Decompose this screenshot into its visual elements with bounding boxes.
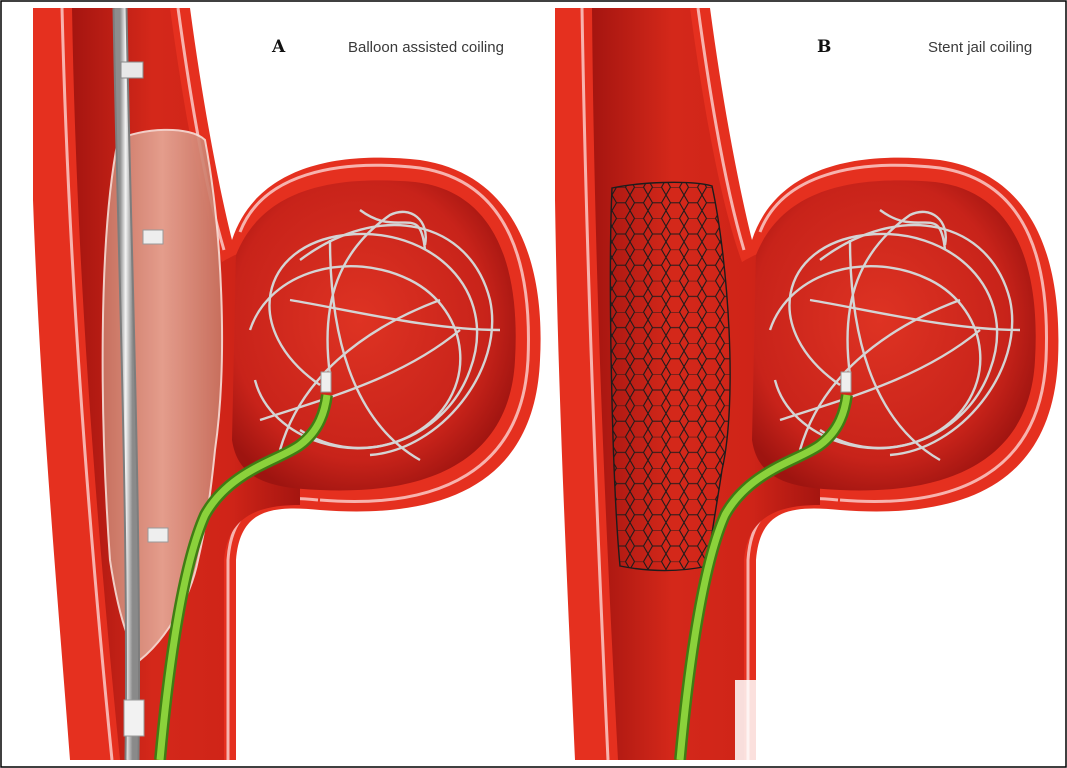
panel-a-letter: A	[271, 37, 286, 57]
panel-a-caption: Balloon assisted coiling	[348, 39, 504, 56]
panel-b: B Stent jail coiling	[555, 8, 1063, 760]
panel-b-letter: B	[817, 37, 831, 57]
panel-a: A Balloon assisted coiling	[33, 8, 541, 760]
panel-b-caption: Stent jail coiling	[928, 39, 1032, 56]
